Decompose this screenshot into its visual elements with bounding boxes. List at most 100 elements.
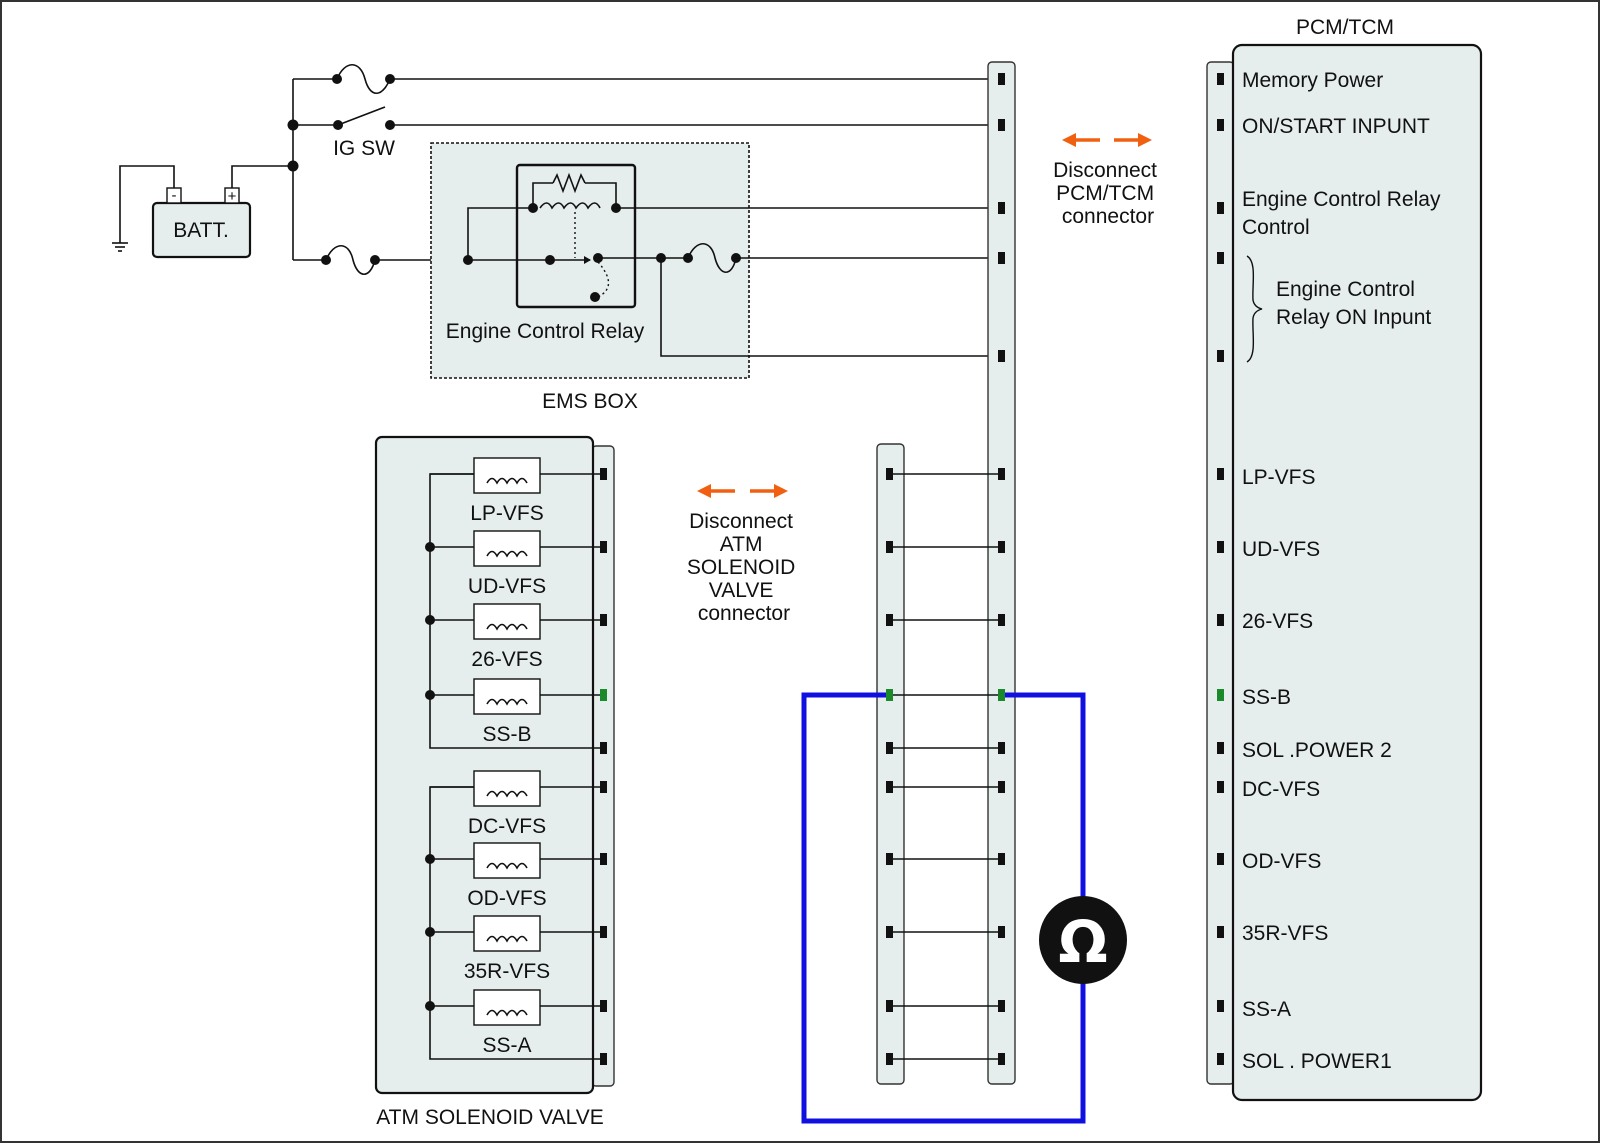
pcm-harness-pin [998, 541, 1005, 553]
pcm-pin-label: LP-VFS [1242, 466, 1316, 489]
relay-on-bracket [1246, 255, 1263, 363]
pcm-pin [1217, 350, 1224, 362]
solenoid-pin [600, 1000, 607, 1012]
pcm-pin [1217, 853, 1224, 865]
disconnect-atm-label: Disconnect ATM SOLENOID VALVE connector [687, 510, 801, 625]
pcm-tcm-title: PCM/TCM [1296, 16, 1394, 39]
pcm-harness-pin [998, 742, 1005, 754]
ems-box-label: EMS BOX [542, 390, 638, 413]
atm-harness-pin [886, 541, 893, 553]
pcm-pin-label: Memory Power [1242, 69, 1383, 92]
memory-power-fuse [293, 63, 1001, 95]
solenoid-label: SS-B [482, 723, 531, 746]
pcm-pin [1217, 742, 1224, 754]
solenoid-pin [600, 689, 607, 701]
atm-harness-pin [886, 853, 893, 865]
disconnect-atm-arrows [697, 484, 788, 498]
pcm-pin-label: SS-B [1242, 686, 1291, 709]
pcm-pin [1217, 926, 1224, 938]
harness-wires [890, 473, 1001, 1060]
pcm-harness-connector [987, 61, 1016, 1085]
atm-harness-pin [886, 781, 893, 793]
ohm-symbol: Ω [1058, 908, 1107, 976]
solenoid-coil: DC-VFS [430, 770, 600, 838]
solenoid-label: 35R-VFS [464, 960, 550, 983]
ohmmeter: Ω [801, 692, 1127, 1124]
pcm-pin [1217, 1000, 1224, 1012]
engine-control-relay-label: Engine Control Relay [446, 320, 645, 343]
solenoid-coil: OD-VFS [430, 842, 600, 910]
pcm-pin [1217, 1053, 1224, 1065]
atm-harness-pin [886, 689, 893, 701]
pcm-pin-label: SOL . POWER1 [1242, 1050, 1392, 1073]
pcm-pin [1217, 689, 1224, 701]
solenoid-pin [600, 742, 607, 754]
pcm-pin [1217, 781, 1224, 793]
ohmmeter-icon [1039, 896, 1127, 984]
solenoid-label: 26-VFS [471, 648, 542, 671]
pcm-harness-pin [998, 614, 1005, 626]
pcm-pin-label: 26-VFS [1242, 610, 1313, 633]
atm-harness-connector [876, 443, 905, 1085]
pcm-harness-pin [998, 1000, 1005, 1012]
pcm-harness-pin [998, 853, 1005, 865]
solenoid-pin [600, 1053, 607, 1065]
ig-switch: IG SW [293, 106, 1001, 160]
ig-sw-label: IG SW [333, 137, 395, 160]
pcm-pin [1217, 541, 1224, 553]
solenoid-coil: LP-VFS [430, 457, 600, 525]
pcm-harness-pin [998, 1053, 1005, 1065]
solenoid-label: LP-VFS [470, 502, 544, 525]
pcm-pin-label: OD-VFS [1242, 850, 1321, 873]
atm-solenoid-valve-label: ATM SOLENOID VALVE [376, 1106, 604, 1129]
pcm-pin-label: ON/START INPUNT [1242, 115, 1430, 138]
pcm-pin-label: 35R-VFS [1242, 922, 1328, 945]
solenoid-label: SS-A [482, 1034, 531, 1057]
pcm-harness-pin [998, 926, 1005, 938]
ground-icon [112, 165, 175, 252]
atm-harness-pin [886, 1053, 893, 1065]
pcm-pin-label: SS-A [1242, 998, 1291, 1021]
disconnect-pcm-label: Disconnect PCM/TCM connector [1053, 159, 1163, 228]
atm-harness-pin [886, 926, 893, 938]
pcm-harness-pin [998, 468, 1005, 480]
battery-minus-label: - [172, 187, 177, 204]
pcm-pin [1217, 614, 1224, 626]
atm-harness-pin [886, 1000, 893, 1012]
meter-leads [801, 692, 1086, 1124]
solenoid-coil: 26-VFS [430, 603, 600, 671]
battery-plus-label: + [228, 188, 237, 205]
harness-pin [998, 350, 1005, 362]
solenoid-pin [600, 926, 607, 938]
pcm-pin-label: UD-VFS [1242, 538, 1320, 561]
pcm-pin [1217, 202, 1224, 214]
solenoid-coils: LP-VFS UD-VFS 26-VFS SS-B DC-VFS OD-VFS 35R-VF… [425, 457, 600, 1060]
relay-housing [515, 163, 637, 309]
harness-pin [998, 119, 1005, 131]
connector-pins [600, 73, 1224, 1065]
pcm-pin [1217, 119, 1224, 131]
harness-pin [998, 202, 1005, 214]
battery-positive-wire [231, 165, 293, 188]
pcm-pin-label: SOL .POWER 2 [1242, 739, 1392, 762]
solenoid-pin [600, 614, 607, 626]
atm-harness-pin [886, 614, 893, 626]
harness-pin [998, 73, 1005, 85]
battery-label: BATT. [173, 219, 229, 242]
pcm-pin [1217, 252, 1224, 264]
ems-box: Engine Control Relay [430, 142, 1001, 379]
solenoid-pin [600, 781, 607, 793]
solenoid-label: UD-VFS [468, 575, 546, 598]
pcm-harness-pin [998, 781, 1005, 793]
solenoid-coil: SS-B [430, 678, 600, 746]
atm-harness-pin [886, 468, 893, 480]
solenoid-label: OD-VFS [467, 887, 546, 910]
pcm-pin [1217, 468, 1224, 480]
pcm-tcm-box [1231, 43, 1483, 1102]
harness-pin [998, 252, 1005, 264]
